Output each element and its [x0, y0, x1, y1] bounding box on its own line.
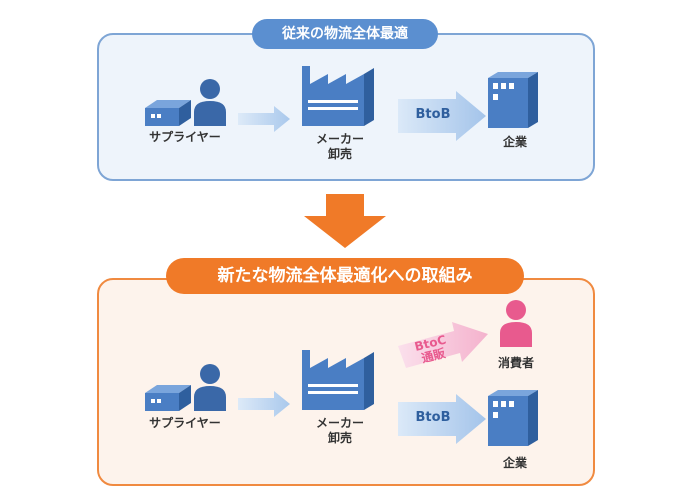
arrow-right-icon — [238, 106, 290, 132]
supplier-label: サプライヤー — [149, 130, 221, 144]
supplier-label: サプライヤー — [149, 416, 221, 430]
maker-label-line1: メーカー — [315, 416, 364, 430]
maker-label: メーカー 卸売 — [290, 416, 390, 446]
company-label: 企業 — [502, 135, 527, 149]
company-building-icon — [488, 390, 538, 446]
new-approach-title: 新たな物流全体最適化への取組み — [166, 258, 524, 294]
maker-label-line2: 卸売 — [327, 431, 352, 445]
arrow-right-icon — [238, 391, 290, 417]
consumer-person-icon — [500, 300, 532, 347]
factory-icon — [302, 66, 374, 126]
btoc-arrow-icon — [398, 322, 488, 368]
company-building-icon — [488, 72, 538, 128]
btob-arrow-icon — [398, 394, 486, 444]
warehouse-icon — [145, 385, 191, 411]
maker-label-line2: 卸売 — [327, 147, 352, 161]
company-label: 企業 — [502, 456, 527, 470]
supplier-person-icon — [194, 79, 226, 126]
btob-arrow-icon — [398, 91, 486, 141]
maker-label-line1: メーカー — [315, 132, 364, 146]
warehouse-icon — [145, 100, 191, 126]
btob-label: BtoB — [415, 410, 451, 425]
supplier-person-icon — [194, 364, 226, 411]
btob-label: BtoB — [415, 107, 451, 122]
maker-label: メーカー 卸売 — [290, 132, 390, 162]
consumer-label: 消費者 — [497, 356, 534, 370]
factory-icon — [302, 350, 374, 410]
traditional-title: 従来の物流全体最適 — [252, 19, 438, 49]
down-arrow-icon — [304, 194, 386, 248]
